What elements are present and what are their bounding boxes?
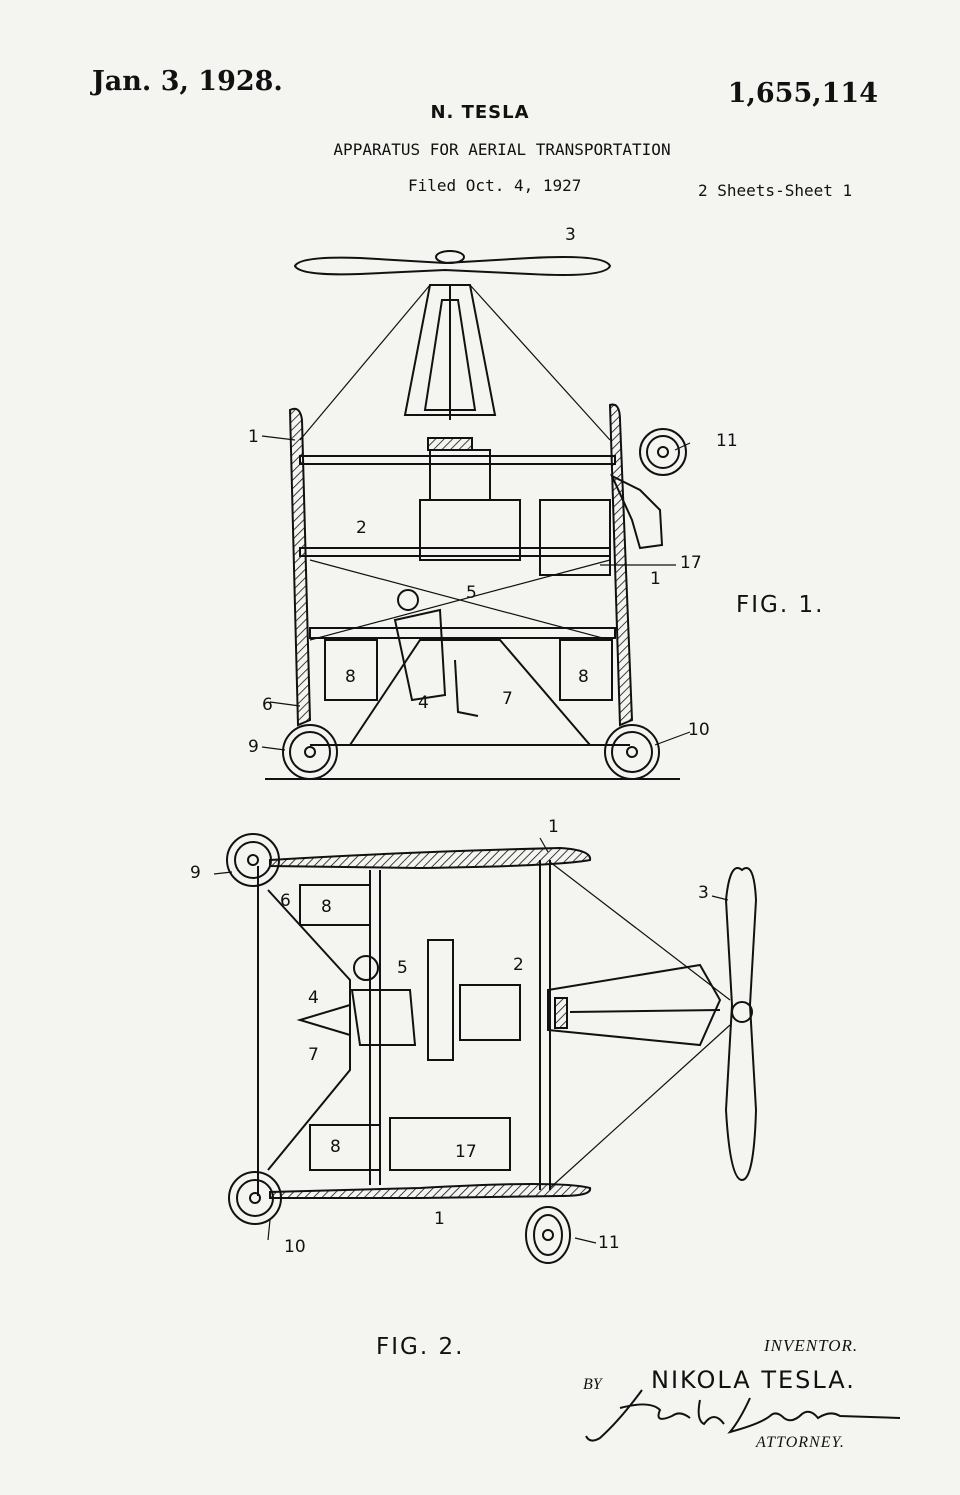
propeller-hub	[435, 250, 465, 264]
ref-1: 1	[248, 427, 259, 447]
ref-10: 10	[688, 720, 710, 740]
ref-10-plan: 10	[284, 1237, 306, 1257]
ref-5: 5	[466, 583, 477, 603]
patent-date: Jan. 3, 1928.	[92, 66, 283, 97]
inventor-label: INVENTOR.	[764, 1336, 859, 1355]
ref-1b-plan: 1	[434, 1209, 445, 1229]
sheet-count: 2 Sheets-Sheet 1	[698, 181, 853, 200]
attorney-label: ATTORNEY.	[756, 1434, 845, 1451]
ref-11-plan: 11	[598, 1233, 620, 1253]
ref-9: 9	[248, 737, 259, 757]
ref-8b: 8	[578, 667, 589, 687]
tank-8-right	[559, 639, 613, 701]
pilot-seat-plan	[350, 989, 417, 1046]
engine-2	[459, 984, 521, 1041]
tank-8-bottom	[309, 1124, 381, 1171]
patent-title: APPARATUS FOR AERIAL TRANSPORTATION	[333, 140, 671, 159]
bottom-plane	[269, 1183, 592, 1199]
ref-3: 3	[565, 225, 576, 245]
ref-6: 6	[262, 695, 273, 715]
ref-8-plan: 8	[321, 897, 332, 917]
ref-9-plan: 9	[190, 863, 201, 883]
wheel-11	[639, 428, 687, 476]
inventor-name: NIKOLA TESLA.	[651, 1366, 856, 1394]
ref-5-plan: 5	[397, 958, 408, 978]
figure-1-label: FIG. 1.	[736, 592, 825, 618]
tank-8-left	[324, 639, 378, 701]
wheel-9-plan	[226, 833, 280, 887]
rotor-nacelle	[547, 963, 722, 1047]
ref-17-plan: 17	[455, 1142, 477, 1162]
wheel-10	[604, 724, 660, 780]
ref-7-plan: 7	[308, 1045, 319, 1065]
wheel-10-plan	[228, 1171, 282, 1225]
wheel-11-plan	[525, 1206, 571, 1264]
ref-8: 8	[345, 667, 356, 687]
propeller-blades-plan	[724, 867, 758, 1182]
pilot-seat	[393, 608, 447, 702]
inventor-short-name: N. TESLA	[430, 102, 530, 123]
ref-4-plan: 4	[308, 988, 319, 1008]
ref-1b: 1	[650, 569, 661, 589]
ref-1-plan: 1	[548, 817, 559, 837]
patent-number: 1,655,114	[727, 78, 878, 109]
figure-1-drawing: 3 1 11 2 17 1 5 8 4 7 8 6 9 10	[248, 225, 738, 780]
attorney-signature	[585, 1389, 901, 1442]
tank-8-top	[299, 884, 371, 926]
ref-6-plan: 6	[280, 891, 291, 911]
ref-4: 4	[418, 693, 429, 713]
ref-17: 17	[680, 553, 702, 573]
ref-3-plan: 3	[698, 883, 709, 903]
top-plane	[269, 846, 592, 870]
figure-2-drawing: 1 9 6 8 3 5 2 4 7 8 17 1 10 11	[190, 817, 758, 1264]
fuel-tank-17-plan	[389, 1117, 511, 1171]
ref-2-plan: 2	[513, 955, 524, 975]
fuel-tank-17	[539, 499, 611, 576]
by-label: BY	[583, 1376, 602, 1393]
left-plane	[288, 407, 312, 727]
ref-2: 2	[356, 518, 367, 538]
propeller-blades	[293, 256, 612, 276]
mast-frame	[403, 284, 497, 416]
figure-2-label: FIG. 2.	[376, 1334, 465, 1360]
filed-date: Filed Oct. 4, 1927	[408, 176, 582, 195]
wheel-9	[282, 724, 338, 780]
ref-7: 7	[502, 689, 513, 709]
ref-8b-plan: 8	[330, 1137, 341, 1157]
ref-11: 11	[716, 431, 738, 451]
